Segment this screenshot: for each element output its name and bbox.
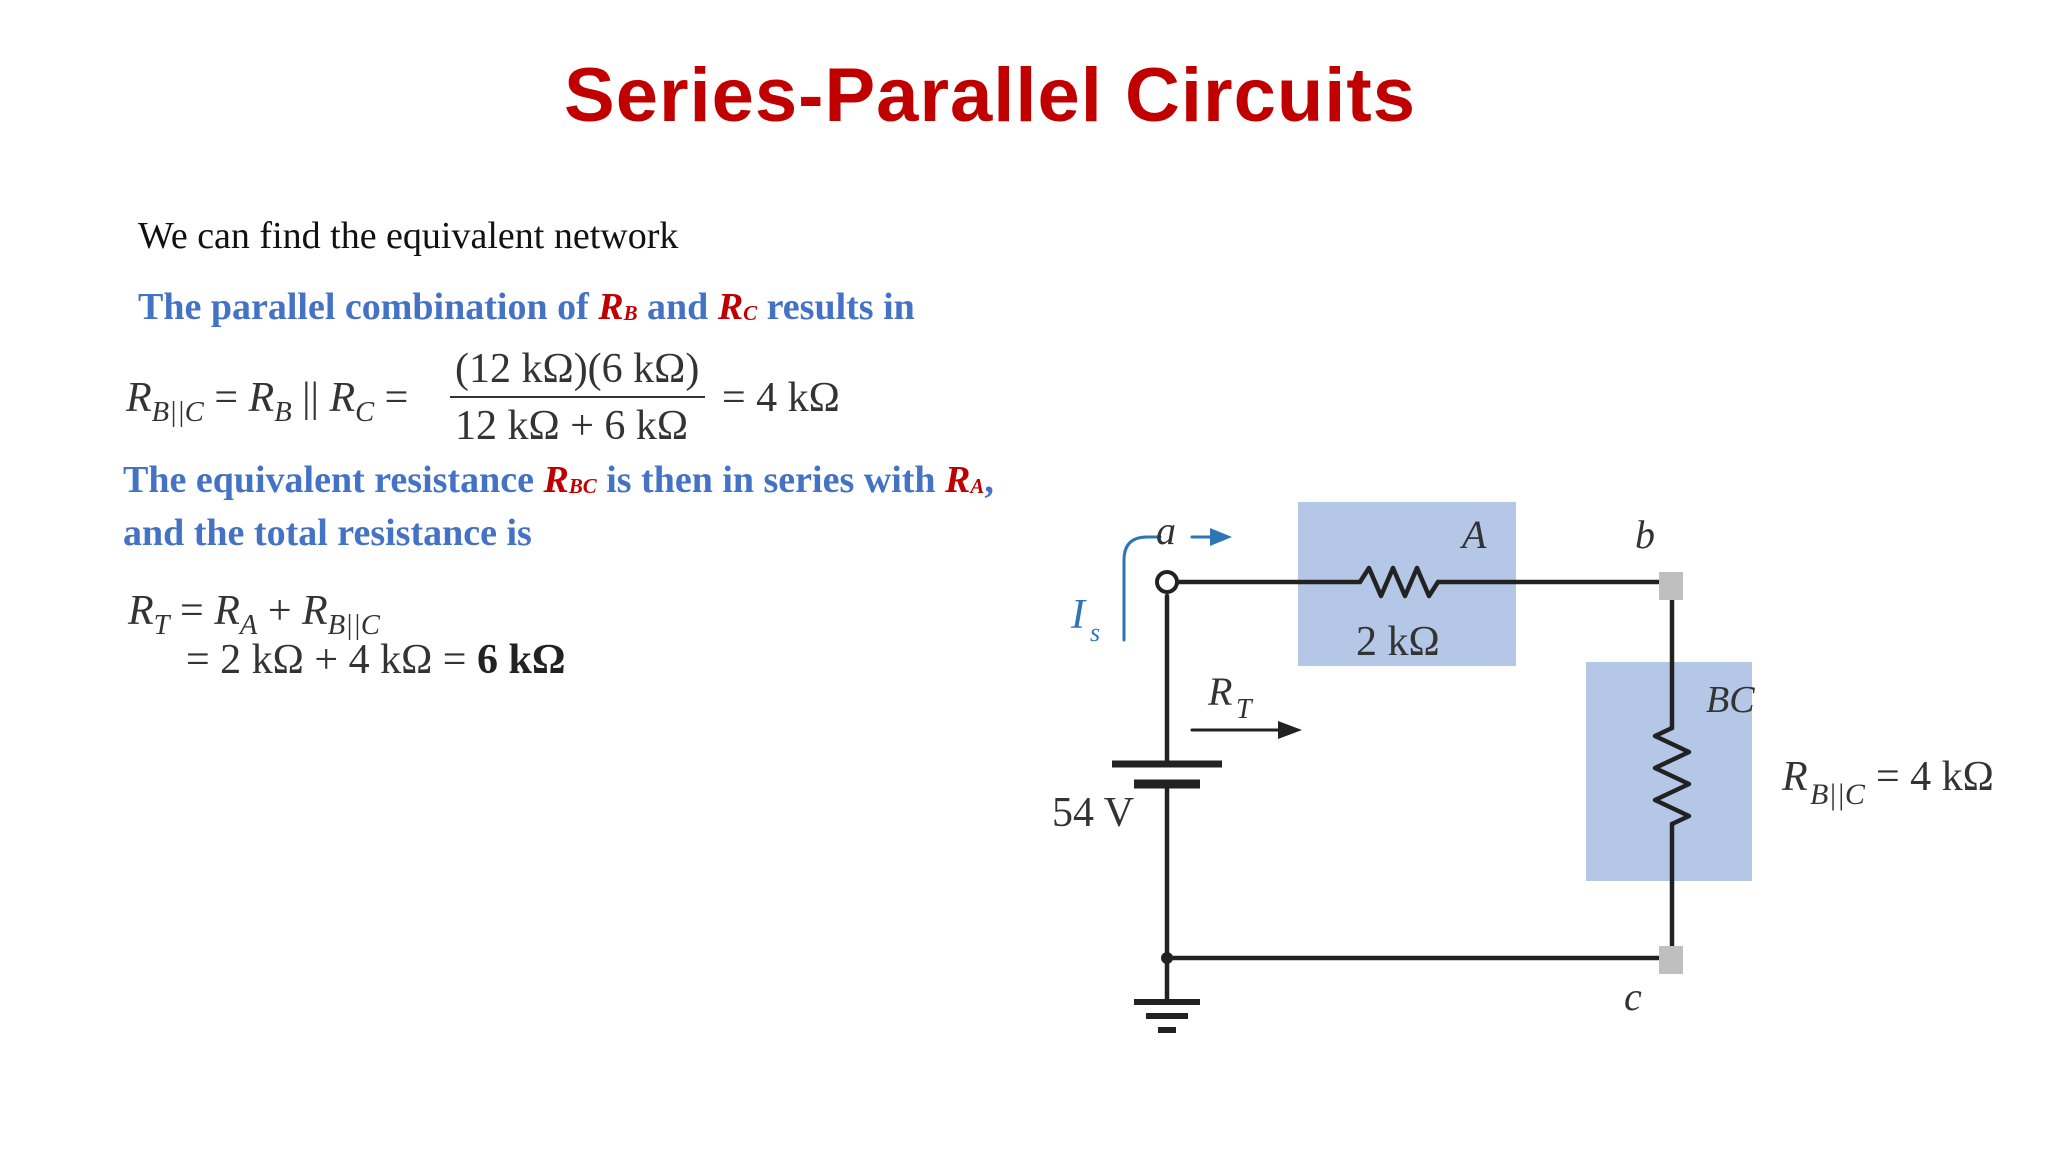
terminal-b-marker <box>1659 572 1683 600</box>
rt-arrow-head <box>1278 721 1302 739</box>
equation-rt-line1: RT = RA + RB||C <box>128 588 380 641</box>
parallel-combination-text: The parallel combination of RB and RC re… <box>138 285 915 329</box>
equation-rbc-lhs: RB||C = RB || RC = <box>126 375 409 428</box>
node-a-label: a <box>1156 508 1176 553</box>
resistor-a-icon <box>1357 565 1441 599</box>
text-segment: and <box>637 286 718 328</box>
fraction-numerator: (12 kΩ)(6 kΩ) <box>455 346 700 392</box>
rbc-label: R <box>1781 754 1808 800</box>
rt-label-sub: T <box>1236 694 1254 725</box>
node-a-terminal <box>1155 570 1179 594</box>
equivalent-resistance-text: The equivalent resistance RBC is then in… <box>123 457 994 557</box>
resistor-bc-icon <box>1652 725 1692 827</box>
slide-title: Series-Parallel Circuits <box>564 53 1416 138</box>
current-label-sub: s <box>1090 618 1100 647</box>
intro-text: We can find the equivalent network <box>138 215 679 257</box>
text-segment: The parallel combination of <box>138 286 599 328</box>
current-arrow-head <box>1210 528 1232 546</box>
block-bc-highlight <box>1586 662 1752 881</box>
block-a-label: A <box>1459 512 1487 557</box>
current-label: I <box>1070 592 1087 638</box>
fraction-denominator: 12 kΩ + 6 kΩ <box>455 403 689 449</box>
current-loop-arrow <box>1122 535 1162 642</box>
resistor-a-value: 2 kΩ <box>1356 619 1440 665</box>
terminal-c-marker <box>1659 946 1683 974</box>
block-bc-label: BC <box>1706 679 1755 721</box>
fraction-bar <box>450 396 705 398</box>
equation-rbc-result: = 4 kΩ <box>722 375 840 421</box>
rt-result: 6 kΩ <box>477 637 566 683</box>
rb-symbol: RB <box>598 286 638 328</box>
ground-icon <box>1134 999 1200 1033</box>
source-voltage-label: 54 V <box>1052 790 1134 836</box>
text-line: The equivalent resistance RBC is then in… <box>123 459 994 501</box>
text-line: and the total resistance is <box>123 512 532 555</box>
rbc-value: = 4 kΩ <box>1876 754 1994 800</box>
equation-rt-line2: = 2 kΩ + 4 kΩ = 6 kΩ <box>186 637 566 683</box>
junction-dot <box>1161 952 1173 964</box>
node-b-label: b <box>1635 512 1655 557</box>
rt-label: R <box>1207 669 1232 714</box>
rbc-symbol: RBC <box>543 459 597 501</box>
rbc-label-sub: B||C <box>1810 778 1866 811</box>
text-segment: results in <box>757 286 915 328</box>
ra-symbol: RA <box>945 459 985 501</box>
node-c-label: c <box>1624 974 1642 1019</box>
rc-symbol: RC <box>717 286 758 328</box>
